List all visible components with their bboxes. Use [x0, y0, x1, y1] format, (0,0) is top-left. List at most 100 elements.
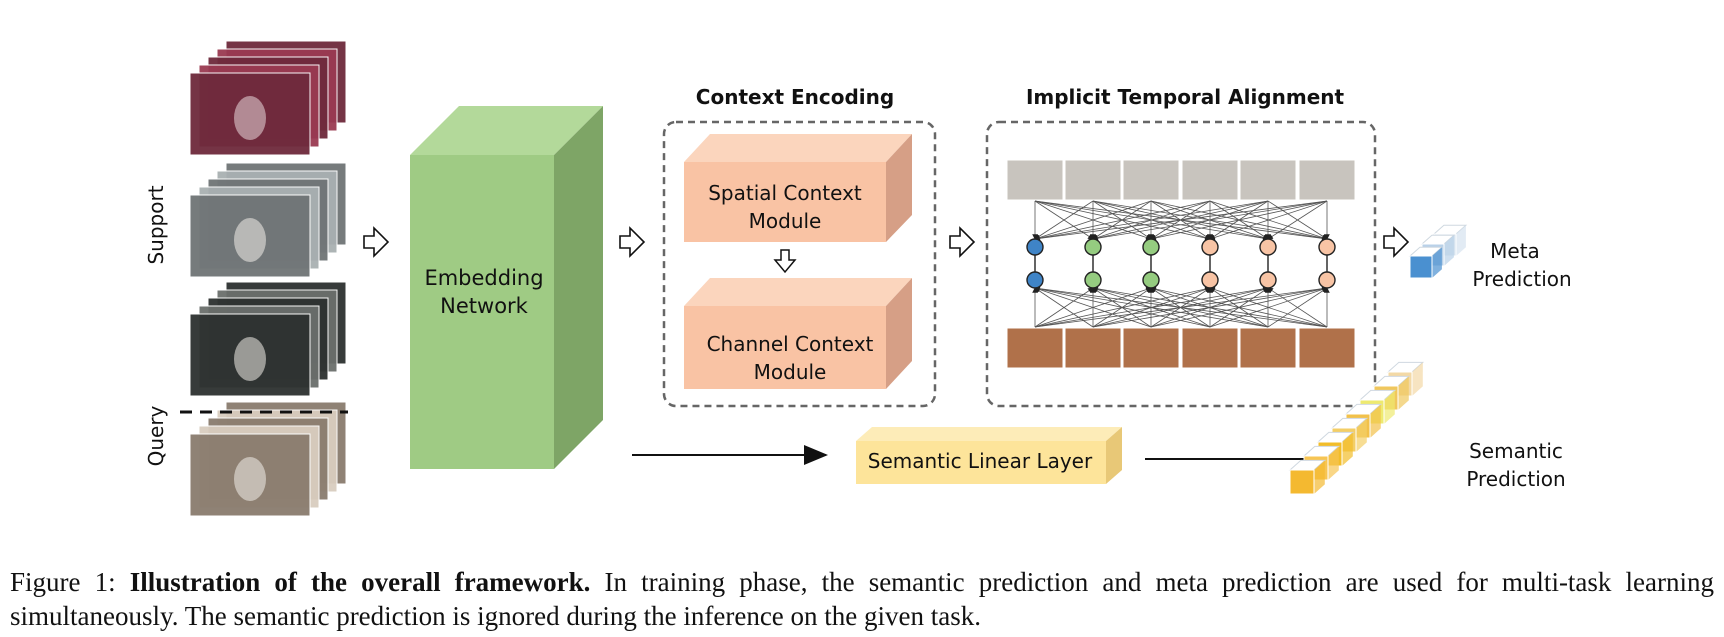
query-frame-thumbnail — [1181, 327, 1239, 369]
connection-line — [1150, 286, 1328, 328]
cube-side — [1398, 376, 1409, 410]
cube-side — [1314, 460, 1325, 494]
meta-prediction-line2: Prediction — [1472, 267, 1571, 291]
alignment-node — [1026, 271, 1044, 289]
video-stack — [189, 281, 347, 397]
query-frame-thumbnail — [1298, 327, 1356, 369]
embedding-network-block: Embedding Network — [410, 106, 603, 469]
alignment-node — [1201, 271, 1219, 289]
semantic-cube — [1288, 459, 1327, 495]
channel-label-line1: Channel Context — [707, 332, 874, 356]
connection-line — [1034, 285, 1328, 328]
cube-side — [1412, 362, 1423, 396]
connection-line — [1034, 286, 1269, 328]
connection-line — [1092, 200, 1328, 241]
alignment-node — [1142, 271, 1160, 289]
support-frame-thumbnail — [1239, 159, 1297, 201]
video-stack — [189, 162, 347, 278]
connection-line — [1034, 200, 1328, 242]
cube-side — [1342, 432, 1353, 466]
temporal-alignment-graph — [1006, 159, 1356, 369]
query-frame-thumbnail — [1064, 327, 1122, 369]
meta-prediction-line1: Meta — [1490, 239, 1540, 263]
support-frame-thumbnail — [1298, 159, 1356, 201]
semantic-linear-layer: Semantic Linear Layer — [856, 427, 1122, 484]
video-frame-stacks — [189, 40, 347, 517]
query-frame-thumbnail — [1239, 327, 1297, 369]
support-frame-thumbnail — [1122, 159, 1180, 201]
query-frame-thumbnail — [1122, 327, 1180, 369]
connection-line — [1267, 200, 1328, 240]
temporal-alignment-frame — [985, 120, 1377, 408]
support-frame-thumbnail — [1006, 159, 1064, 201]
cube-side — [1456, 225, 1466, 256]
cube-side — [1328, 446, 1339, 480]
cube-side — [1432, 247, 1442, 278]
context-encoding-title: Context Encoding — [696, 85, 894, 109]
caption-text: In training phase, the semantic predicti… — [10, 567, 1715, 631]
hollow-arrow-icon — [363, 226, 390, 258]
meta-cube — [1408, 246, 1444, 279]
caption-title: Illustration of the overall framework. — [129, 567, 591, 597]
alignment-node — [1318, 271, 1336, 289]
connection-line — [1034, 200, 1094, 240]
semantic-prediction-cubes — [1288, 361, 1425, 495]
spatial-label-line2: Module — [749, 209, 822, 233]
connection-line — [1092, 286, 1328, 328]
connection-line — [1209, 200, 1328, 241]
alignment-node — [1201, 238, 1219, 256]
video-stack — [189, 401, 347, 517]
frame-subject — [234, 96, 266, 140]
semantic-prediction-line2: Prediction — [1466, 467, 1565, 491]
frame-subject — [234, 337, 266, 381]
figure-caption: Figure 1: Illustration of the overall fr… — [10, 565, 1714, 633]
meta-prediction-cubes — [1408, 224, 1468, 279]
cube-side — [1370, 404, 1381, 438]
alignment-node — [1084, 271, 1102, 289]
hollow-arrow-icon — [949, 226, 976, 258]
connection-line — [1034, 286, 1152, 328]
alignment-node — [1259, 271, 1277, 289]
support-frame-thumbnail — [1181, 159, 1239, 201]
semantic-prediction-line1: Semantic — [1469, 439, 1563, 463]
alignment-node — [1084, 238, 1102, 256]
connection-line — [1034, 287, 1094, 328]
support-frame-thumbnail — [1064, 159, 1122, 201]
frame-subject — [234, 457, 266, 501]
hollow-arrow-icon — [619, 226, 646, 258]
alignment-node — [1026, 238, 1044, 256]
alignment-node — [1142, 238, 1160, 256]
query-frame-thumbnail — [1006, 327, 1064, 369]
cube-front — [1289, 469, 1315, 495]
spatial-context-module: Spatial Context Module — [684, 134, 912, 242]
cube-side — [1356, 418, 1367, 452]
context-encoding-frame — [662, 120, 937, 408]
channel-label-line2: Module — [754, 360, 827, 384]
connection-line — [1034, 200, 1269, 241]
connection-line — [1034, 200, 1211, 241]
channel-context-module: Channel Context Module — [684, 278, 912, 389]
semantic-linear-label: Semantic Linear Layer — [868, 449, 1093, 473]
support-label: Support — [144, 185, 168, 264]
cube-side — [1444, 235, 1454, 266]
down-hollow-arrow-icon — [773, 249, 797, 274]
connection-line — [1034, 286, 1211, 328]
alignment-node — [1259, 238, 1277, 256]
temporal-alignment-title: Implicit Temporal Alignment — [1026, 85, 1345, 109]
query-label: Query — [144, 405, 168, 466]
alignment-node — [1318, 238, 1336, 256]
spatial-label-line1: Spatial Context — [708, 181, 862, 205]
embedding-label-line2: Network — [440, 294, 529, 318]
hollow-arrow-icon — [1383, 226, 1410, 258]
connection-line — [1150, 200, 1328, 241]
connection-line — [1209, 286, 1328, 328]
connection-line — [1267, 287, 1328, 328]
frame-subject — [234, 218, 266, 262]
video-stack — [189, 40, 347, 156]
connection-line — [1034, 200, 1152, 241]
cube-front — [1409, 255, 1433, 279]
cube-side — [1384, 390, 1395, 424]
caption-label: Figure 1: — [10, 567, 116, 597]
embedding-label-line1: Embedding — [424, 266, 543, 290]
